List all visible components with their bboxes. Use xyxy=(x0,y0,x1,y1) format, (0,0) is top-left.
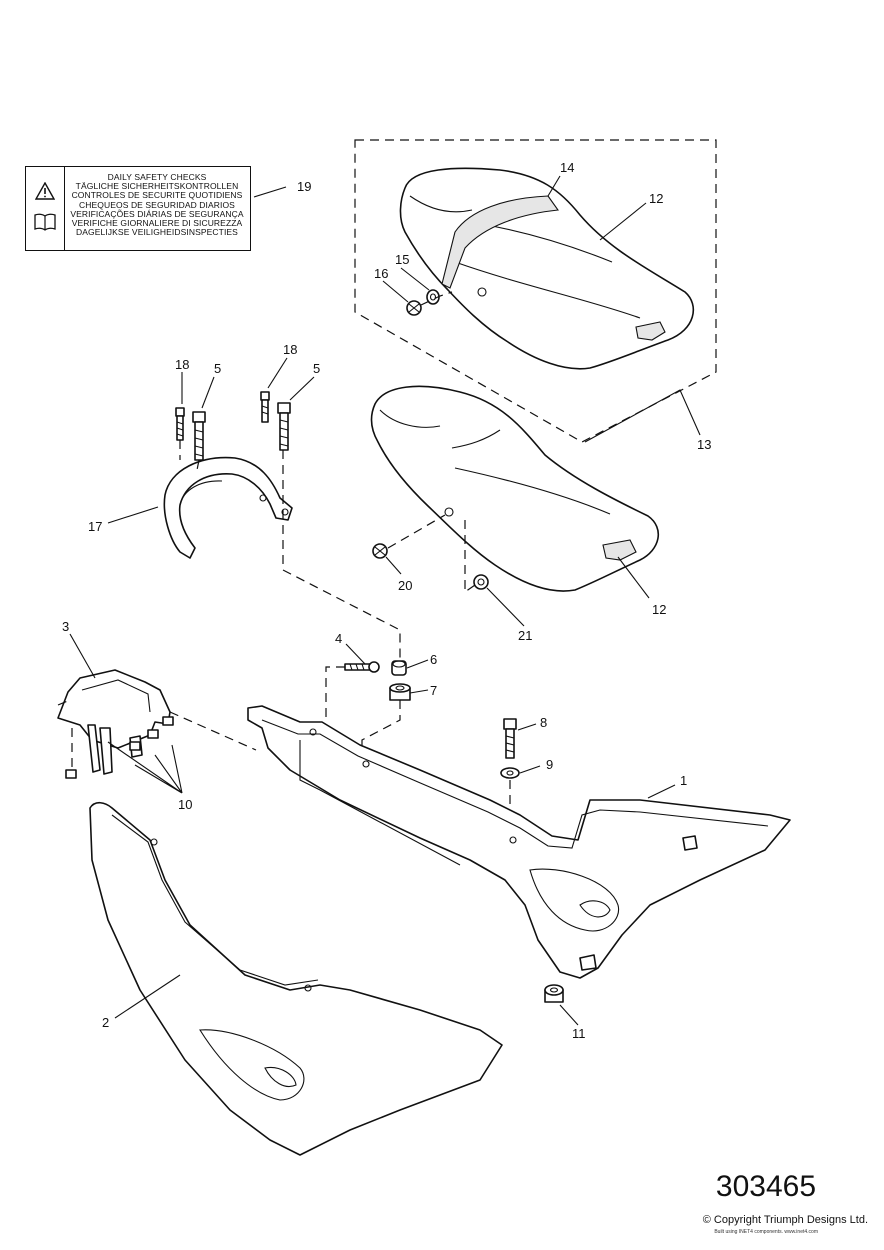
callout-18-left: 18 xyxy=(175,357,189,372)
callout-12-lower: 12 xyxy=(652,602,666,617)
nut-21 xyxy=(473,574,489,590)
label-text-lines: DAILY SAFETY CHECKS TÄGLICHE SICHERHEITS… xyxy=(66,172,248,238)
callout-17: 17 xyxy=(88,519,102,534)
callout-leaders xyxy=(69,175,701,1026)
callout-14: 14 xyxy=(560,160,574,175)
callout-18-right: 18 xyxy=(283,342,297,357)
seat-bolt-16 xyxy=(406,300,422,316)
safety-checks-label: DAILY SAFETY CHECKS TÄGLICHE SICHERHEITS… xyxy=(25,166,251,251)
callout-3: 3 xyxy=(62,619,69,634)
label-line: VERIFICAÇÕES DIÁRIAS DE SEGURANÇA xyxy=(70,208,244,219)
callout-2: 2 xyxy=(102,1015,109,1030)
callout-10: 10 xyxy=(178,797,192,812)
label-line: TÄGLICHE SICHERHEITSKONTROLLEN xyxy=(75,181,239,192)
callout-1: 1 xyxy=(680,773,687,788)
bolt-5-right xyxy=(277,402,291,451)
side-panel-2 xyxy=(89,801,503,1156)
callout-5-left: 5 xyxy=(214,361,221,376)
callout-8: 8 xyxy=(540,715,547,730)
callout-19: 19 xyxy=(297,179,311,194)
bolt-5-left xyxy=(192,411,206,461)
callout-12-upper: 12 xyxy=(649,191,663,206)
callout-4: 4 xyxy=(335,631,342,646)
warning-triangle-icon xyxy=(35,182,55,200)
seat-upper xyxy=(399,167,695,370)
callout-13: 13 xyxy=(697,437,711,452)
bolt-8 xyxy=(503,718,517,759)
washer-9 xyxy=(500,767,520,779)
seat-lower xyxy=(370,385,660,592)
spacer-6 xyxy=(391,660,407,676)
label-line: DAGELIJKSE VEILIGHEIDSINSPECTIES xyxy=(76,227,238,238)
label-line: VERIFICHE GIORNALIERE DI SICUREZZA xyxy=(71,218,243,229)
grommet-7 xyxy=(389,683,411,701)
manual-book-icon xyxy=(34,213,56,231)
bolt-18-right xyxy=(260,391,270,423)
callout-15: 15 xyxy=(395,252,409,267)
grab-rail-17 xyxy=(163,456,293,559)
label-line: CHEQUEOS DE SEGURIDAD DIARIOS xyxy=(79,199,235,210)
label-line: DAILY SAFETY CHECKS xyxy=(107,172,207,182)
bolt-4 xyxy=(344,661,380,673)
seat-bolt-20 xyxy=(372,543,388,559)
callout-11: 11 xyxy=(572,1026,586,1041)
callout-21: 21 xyxy=(518,628,532,643)
grommet-11 xyxy=(544,984,564,1003)
bolt-18-left xyxy=(175,407,185,441)
copyright-notice: © Copyright Triumph Designs Ltd. xyxy=(702,1214,868,1226)
diagram-reference-number: 303465 xyxy=(715,1170,816,1203)
callout-16: 16 xyxy=(374,266,388,281)
callout-6: 6 xyxy=(430,652,437,667)
label-icon-column xyxy=(26,167,65,250)
label-line: CONTROLES DE SECURITE QUOTIDIENS xyxy=(71,190,243,201)
callout-7: 7 xyxy=(430,683,437,698)
callout-9: 9 xyxy=(546,757,553,772)
rear-panel-1 xyxy=(247,705,791,979)
callout-20: 20 xyxy=(398,578,412,593)
callout-5-right: 5 xyxy=(313,361,320,376)
built-with-notice: Built using INET4 components. www.inet4.… xyxy=(714,1229,818,1235)
tail-bracket-3 xyxy=(57,669,174,779)
